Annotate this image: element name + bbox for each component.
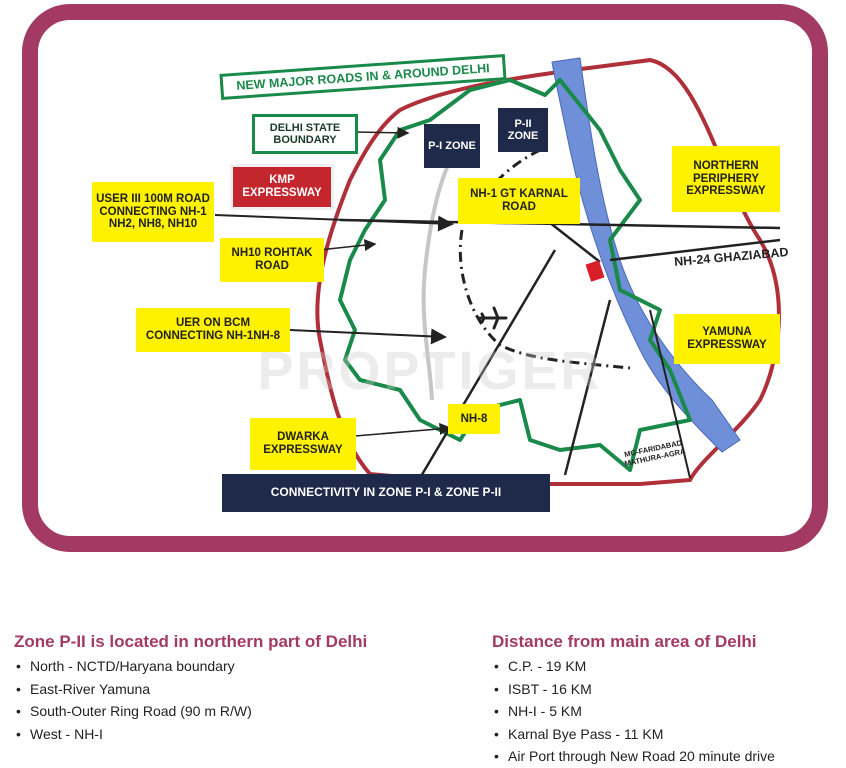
yamuna-expressway-label: YAMUNA EXPRESSWAY	[674, 314, 780, 364]
p2-zone-label: P-II ZONE	[498, 108, 548, 152]
peripheral-expressway-loop	[315, 57, 781, 486]
nh24-road-line	[609, 238, 781, 262]
dwarka-expressway-label: DWARKA EXPRESSWAY	[250, 418, 356, 470]
list-item: West - NH-I	[16, 723, 252, 746]
nh10-road-line	[339, 218, 781, 230]
yamuna-river	[551, 57, 741, 453]
uer-bcm-label: UER ON BCM CONNECTING NH-1NH-8	[136, 308, 290, 352]
p1-zone-label: P-I ZONE	[424, 124, 480, 168]
user-road-label: USER III 100M ROAD CONNECTING NH-1 Nh2, …	[92, 182, 214, 242]
arrow-uer-bcm	[289, 328, 447, 345]
kmp-expressway-label: KMP EXPRESSWAY	[230, 164, 334, 210]
airport-icon	[478, 306, 508, 330]
uer-road-line	[421, 138, 464, 401]
site-marker	[585, 260, 605, 282]
nh10-rohtak-road-label: NH10 ROHTAK ROAD	[220, 238, 324, 282]
delhi-state-boundary-line	[338, 78, 692, 472]
watermark: PROPTIGER	[257, 341, 603, 401]
connectivity-banner: CONNECTIVITY IN ZONE P-I & ZONE P-II	[222, 474, 550, 512]
list-item: Air Port through New Road 20 minute driv…	[494, 745, 775, 768]
nh2-road-line	[563, 299, 612, 476]
list-item: ISBT - 16 KM	[494, 678, 775, 701]
nh8-road-line	[418, 249, 557, 479]
zone-location-list: North - NCTD/Haryana boundary East-River…	[16, 655, 252, 745]
distance-title: Distance from main area of Delhi	[492, 632, 757, 651]
northern-periphery-expressway-label: NORTHERN PERIPHERY EXPRESSWAY	[672, 146, 780, 212]
arrow-dwarka	[354, 422, 452, 437]
arrow-user-road	[214, 214, 454, 232]
list-item: North - NCTD/Haryana boundary	[16, 655, 252, 678]
zone-location-title: Zone P-II is located in northern part of…	[14, 632, 368, 651]
delhi-map	[214, 57, 781, 486]
list-item: Karnal Bye Pass - 11 KM	[494, 723, 775, 746]
distance-list: C.P. - 19 KM ISBT - 16 KM NH-I - 5 KM Ka…	[494, 655, 775, 768]
list-item: South-Outer Ring Road (90 m R/W)	[16, 700, 252, 723]
list-item: East-River Yamuna	[16, 678, 252, 701]
mg-road-line	[649, 309, 691, 479]
nh1-gt-karnal-road-label: NH-1 GT KARNAL ROAD	[458, 178, 580, 224]
list-item: C.P. - 19 KM	[494, 655, 775, 678]
list-item: NH-I - 5 KM	[494, 700, 775, 723]
delhi-state-boundary-label: DELHI STATE BOUNDARY	[252, 114, 358, 154]
nh8-label: NH-8	[448, 404, 500, 434]
arrow-state-boundary	[354, 126, 410, 139]
